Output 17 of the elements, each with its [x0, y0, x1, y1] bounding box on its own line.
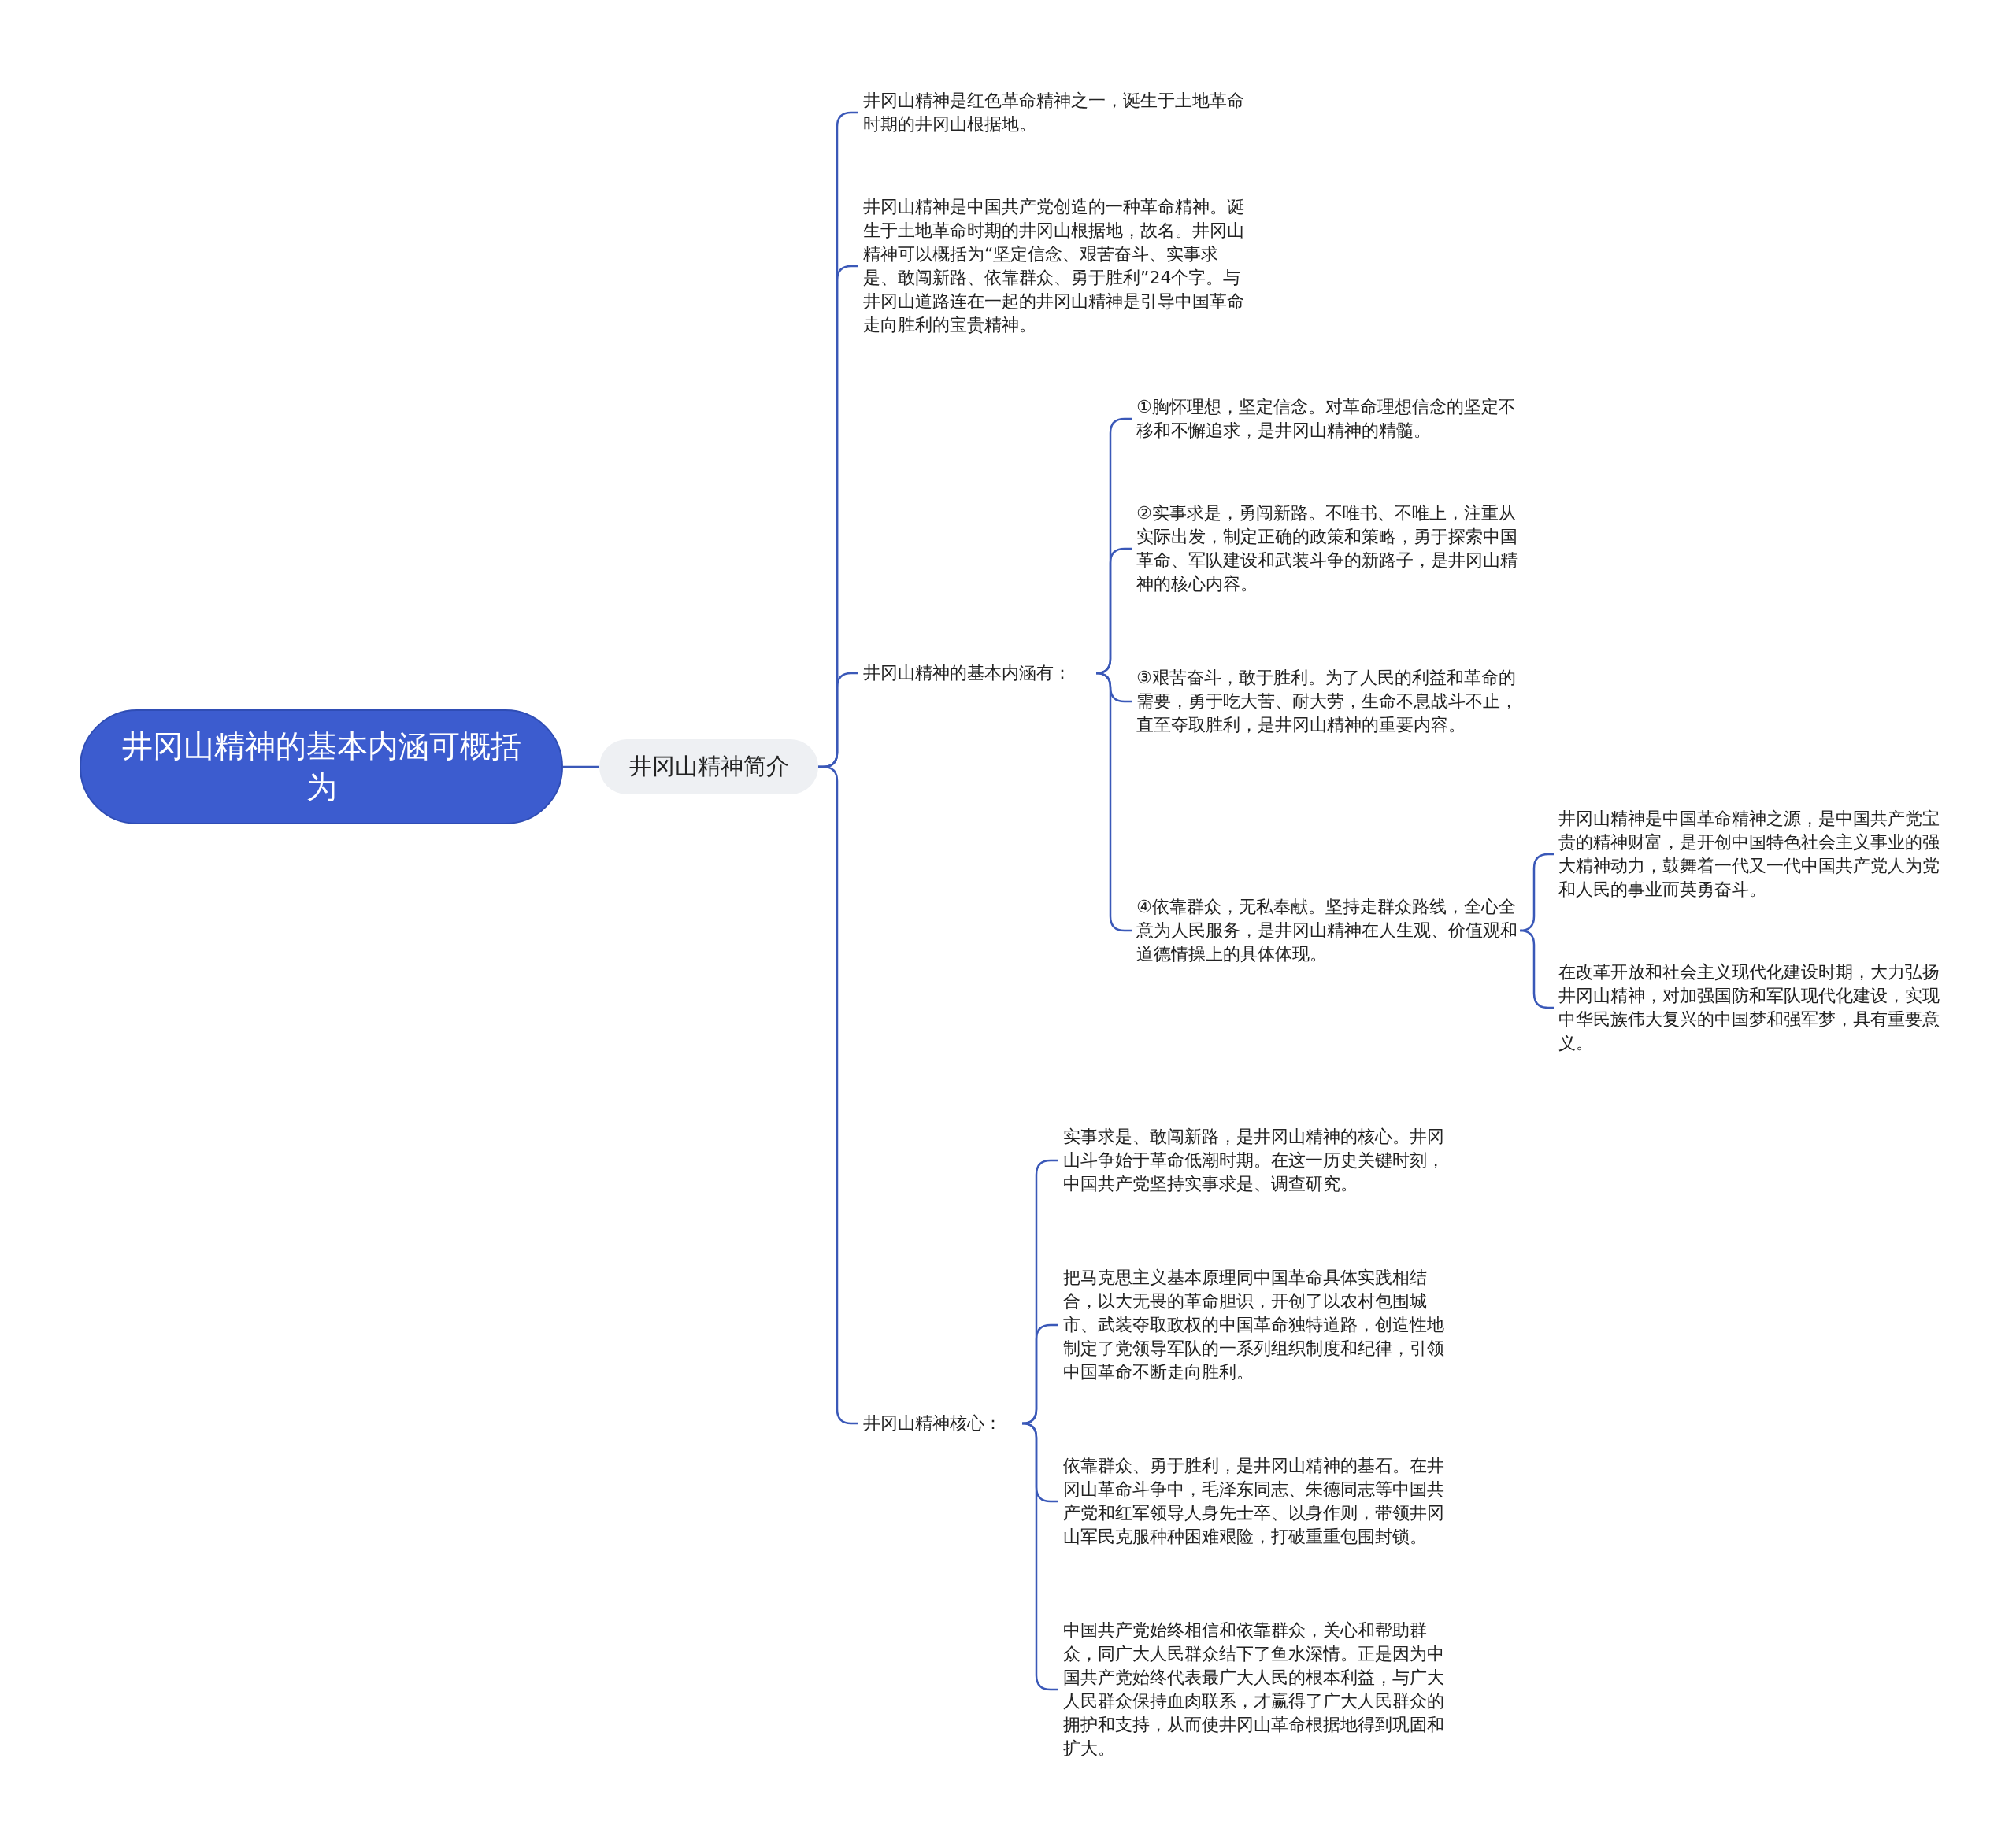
topic-text: 在改革开放和社会主义现代化建设时期，大力弘扬井冈山精神，对加强国防和军队现代化建设，实现中华民族伟大复兴的中国梦和强军梦，具有重要意义。	[1558, 959, 1940, 1057]
topic-text: 井冈山精神是中国共产党创造的一种革命精神。诞生于土地革命时期的井冈山根据地，故名。井冈山精神可以概括为“坚定信念、艰苦奋斗、实事求是、敢闯新路、依靠群众、勇于胜利”24个字。与井冈山道路连在一起的井冈山精神是引导中国革命走向胜利的宝贵精神。	[863, 194, 1244, 339]
topic-pill: 井冈山精神简介	[599, 739, 818, 794]
topic-text: ②实事求是，勇闯新路。不唯书、不唯上，注重从实际出发，制定正确的政策和策略，勇于探索中国革命、军队建设和武装斗争的新路子，是井冈山精神的核心内容。	[1136, 500, 1518, 598]
topic-text: ④依靠群众，无私奉献。坚持走群众路线，全心全意为人民服务，是井冈山精神在人生观、价值观和道德情操上的具体体现。	[1136, 894, 1518, 968]
topic-text: 井冈山精神核心：	[863, 1410, 1021, 1437]
connector-line	[563, 765, 599, 768]
topic-text: 依靠群众、勇于胜利，是井冈山精神的基石。在井冈山革命斗争中，毛泽东同志、朱德同志等中国共产党和红军领导人身先士卒、以身作则，带领井冈山军民克服种种困难艰险，打破重重包围封锁。	[1063, 1441, 1444, 1562]
topic-text: ①胸怀理想，坚定信念。对革命理想信念的坚定不移和不懈追求，是井冈山精神的精髓。	[1136, 394, 1518, 443]
root-topic: 井冈山精神的基本内涵可概括为	[80, 709, 563, 824]
topic-text: 井冈山精神的基本内涵有：	[863, 660, 1091, 687]
topic-text: 中国共产党始终相信和依靠群众，关心和帮助群众，同广大人民群众结下了鱼水深情。正是因为中国共产党始终代表最广大人民的根本利益，与广大人民群众保持血肉联系，才赢得了广大人民群众的拥护和支持，从而使井冈山革命根据地得到巩固和扩大。	[1063, 1617, 1444, 1762]
topic-text: 把马克思主义基本原理同中国革命具体实践相结合，以大无畏的革命胆识，开创了以农村包围城市、武装夺取政权的中国革命独特道路，创造性地制定了党领导军队的一系列组织制度和纪律，引领中国革命不断走向胜利。	[1063, 1264, 1444, 1386]
topic-text: 井冈山精神是红色革命精神之一，诞生于土地革命时期的井冈山根据地。	[863, 88, 1244, 137]
topic-text: 井冈山精神是中国革命精神之源，是中国共产党宝贵的精神财富，是开创中国特色社会主义事业的强大精神动力，鼓舞着一代又一代中国共产党人为党和人民的事业而英勇奋斗。	[1558, 805, 1940, 903]
topic-text: 实事求是、敢闯新路，是井冈山精神的核心。井冈山斗争始于革命低潮时期。在这一历史关键时刻，中国共产党坚持实事求是、调查研究。	[1063, 1112, 1444, 1209]
topic-text: ③艰苦奋斗，敢于胜利。为了人民的利益和革命的需要，勇于吃大苦、耐大劳，生命不息战斗不止，直至夺取胜利，是井冈山精神的重要内容。	[1136, 653, 1518, 750]
